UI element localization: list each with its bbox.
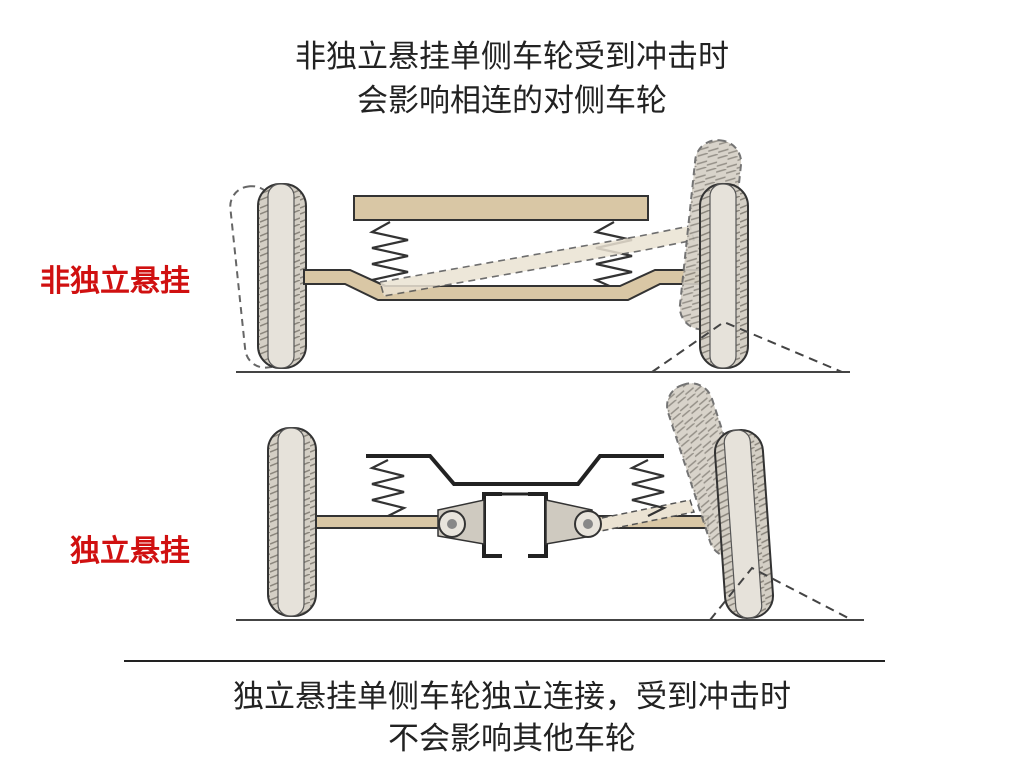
divider-line bbox=[124, 660, 885, 662]
dependent-suspension-label: 非独立悬挂 bbox=[40, 264, 190, 299]
frame-bracket bbox=[366, 454, 664, 486]
right-pivot bbox=[545, 499, 602, 545]
subframe-left-channel bbox=[482, 492, 502, 558]
subframe-right-channel bbox=[528, 492, 548, 558]
top-caption-line-1: 非独立悬挂单侧车轮受到冲击时 bbox=[295, 39, 729, 75]
independent-suspension-label: 独立悬挂 bbox=[70, 534, 190, 569]
road-bump bbox=[709, 566, 853, 621]
left-pivot bbox=[437, 499, 485, 545]
independent-suspension-diagram bbox=[236, 382, 864, 621]
left-wheel bbox=[257, 183, 307, 369]
frame-plate bbox=[353, 195, 649, 221]
left-spring bbox=[368, 221, 409, 290]
right-spring bbox=[592, 221, 633, 290]
left-wheel-tilted-ghost bbox=[229, 185, 289, 369]
right-wheel bbox=[699, 183, 749, 369]
top-caption-line-2: 会影响相连的对侧车轮 bbox=[357, 83, 667, 119]
left-control-arm bbox=[315, 515, 453, 529]
dependent-suspension-diagram bbox=[229, 139, 850, 373]
road-bump bbox=[651, 320, 843, 373]
left-wheel bbox=[267, 427, 317, 617]
right-wheel bbox=[713, 429, 775, 619]
left-spring bbox=[368, 459, 408, 517]
tilted-arm-ghost bbox=[591, 499, 695, 533]
right-spring bbox=[628, 459, 668, 517]
bottom-caption-line-2: 不会影响其他车轮 bbox=[388, 721, 636, 757]
bottom-caption-line-1: 独立悬挂单侧车轮独立连接，受到冲击时 bbox=[233, 679, 791, 715]
